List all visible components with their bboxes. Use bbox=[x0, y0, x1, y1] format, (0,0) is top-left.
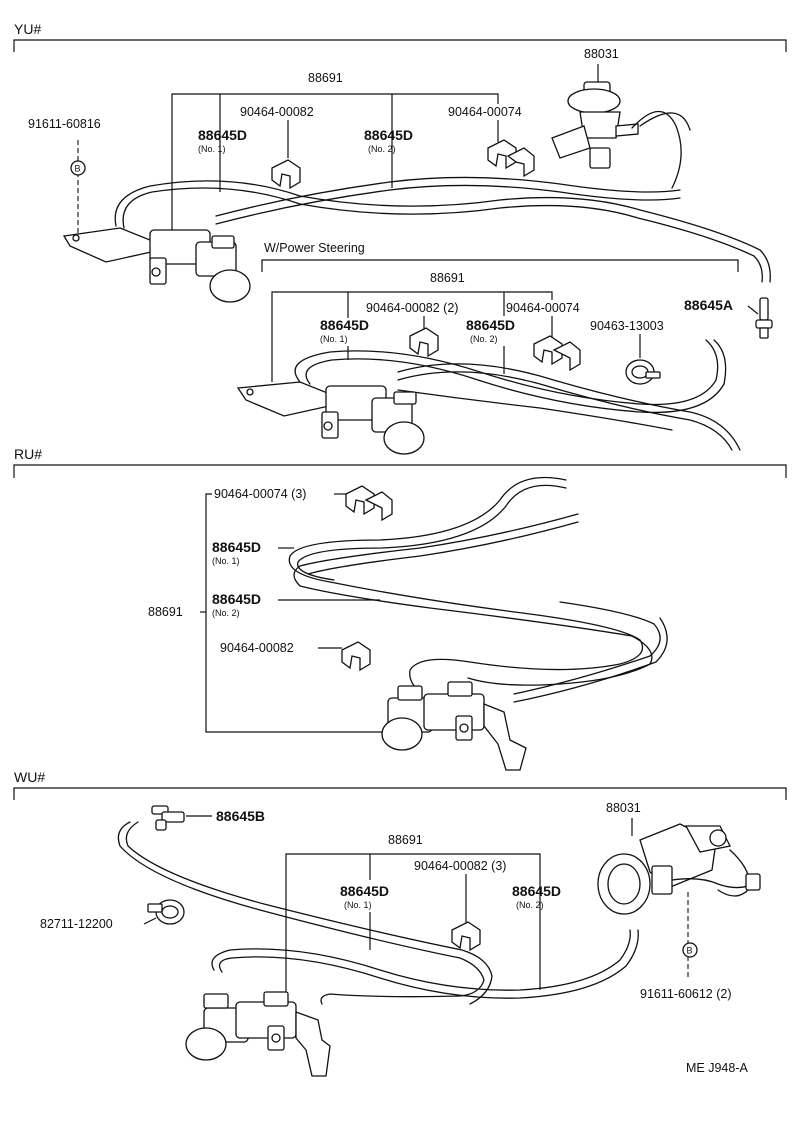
wu-88645d-1-sub: (No. 1) bbox=[344, 900, 372, 910]
ru-88645d-2-label: 88645D bbox=[212, 591, 261, 607]
power-steering-frame: W/Power Steering bbox=[261, 241, 739, 272]
ru-88645d-2-sub: (No. 2) bbox=[212, 608, 240, 618]
clip-icon bbox=[341, 641, 371, 672]
ru-88691-bracket bbox=[200, 493, 388, 733]
wu-88645d-2-sub: (No. 2) bbox=[516, 900, 544, 910]
ru-88645d-1-sub: (No. 1) bbox=[212, 556, 240, 566]
section-yu-frame: YU# bbox=[13, 21, 787, 52]
wu-88645b-label: 88645B bbox=[216, 808, 265, 824]
yu-88691-label: 88691 bbox=[308, 71, 343, 85]
wu-88645d-2-label: 88645D bbox=[512, 883, 561, 899]
yu-88031-label: 88031 bbox=[584, 47, 619, 61]
ru-90464-00074-label: 90464-00074 (3) bbox=[214, 487, 306, 501]
yu-b-mark: B bbox=[75, 164, 81, 174]
yu-88645d-1-sub: (No. 1) bbox=[198, 144, 226, 154]
yu-90464-00074-label: 90464-00074 bbox=[448, 105, 522, 119]
vsv-solenoid-ps bbox=[236, 381, 425, 455]
ps-90464-00074-label: 90464-00074 bbox=[506, 301, 580, 315]
yu-88691-bracket bbox=[171, 93, 499, 232]
wu-b-mark: B bbox=[687, 946, 693, 956]
yu-90464-00082-label: 90464-00082 bbox=[240, 105, 314, 119]
b-mark-icon bbox=[70, 160, 86, 176]
wu-88691-bracket bbox=[285, 853, 541, 1004]
vacuum-valve-88031-wu bbox=[597, 818, 761, 915]
wu-90464-00082-label: 90464-00082 (3) bbox=[414, 859, 506, 873]
ru-88645d-1-label: 88645D bbox=[212, 539, 261, 555]
ru-88691-label: 88691 bbox=[148, 605, 183, 619]
ps-88645d-1-sub: (No. 1) bbox=[320, 334, 348, 344]
hose-clamp-icon bbox=[625, 359, 661, 385]
ps-88691-label: 88691 bbox=[430, 271, 465, 285]
b-mark-icon bbox=[682, 942, 698, 958]
yu-91611-60816-label: 91611-60816 bbox=[28, 117, 101, 131]
ps-90463-13003-label: 90463-13003 bbox=[590, 319, 664, 333]
wu-88691-label: 88691 bbox=[388, 833, 423, 847]
section-ru-frame: RU# bbox=[13, 446, 787, 478]
vsv-solenoid-yu bbox=[62, 227, 251, 303]
section-ru-label: RU# bbox=[14, 446, 42, 462]
section-wu-label: WU# bbox=[14, 769, 45, 785]
ps-90464-00082-label: 90464-00082 (2) bbox=[366, 301, 458, 315]
wu-82711-12200-label: 82711-12200 bbox=[40, 917, 113, 931]
hose-clamp-icon bbox=[147, 899, 185, 925]
fitting-88645b-icon bbox=[151, 805, 185, 831]
ps-88645a-label: 88645A bbox=[684, 297, 733, 313]
yu-88645d-1-label: 88645D bbox=[198, 127, 247, 143]
clip-icon bbox=[345, 485, 393, 522]
wu-88031-label: 88031 bbox=[606, 801, 641, 815]
ps-88645d-2-label: 88645D bbox=[466, 317, 515, 333]
yu-88645d-2-sub: (No. 2) bbox=[368, 144, 396, 154]
clip-icon bbox=[487, 139, 535, 178]
section-wu-frame: WU# bbox=[13, 769, 787, 800]
wu-88645d-1-label: 88645D bbox=[340, 883, 389, 899]
wu-91611-60612-label: 91611-60612 (2) bbox=[640, 987, 732, 1001]
clip-icon bbox=[409, 327, 439, 358]
ps-88645d-2-sub: (No. 2) bbox=[470, 334, 498, 344]
vsv-solenoid-wu bbox=[185, 991, 331, 1077]
footer-code: ME J948-A bbox=[686, 1061, 748, 1075]
clip-icon bbox=[533, 335, 581, 372]
clip-icon bbox=[271, 159, 301, 190]
ps-88691-bracket bbox=[271, 291, 553, 382]
yu-88645d-2-label: 88645D bbox=[364, 127, 413, 143]
fitting-88645a-icon bbox=[755, 297, 773, 339]
vsv-solenoid-ru bbox=[381, 681, 527, 771]
ps-88645d-1-label: 88645D bbox=[320, 317, 369, 333]
section-yu-label: YU# bbox=[14, 21, 41, 37]
clip-icon bbox=[451, 921, 481, 952]
power-steering-label: W/Power Steering bbox=[264, 241, 365, 255]
ru-90464-00082-label: 90464-00082 bbox=[220, 641, 294, 655]
vacuum-valve-88031-yu bbox=[551, 64, 691, 189]
